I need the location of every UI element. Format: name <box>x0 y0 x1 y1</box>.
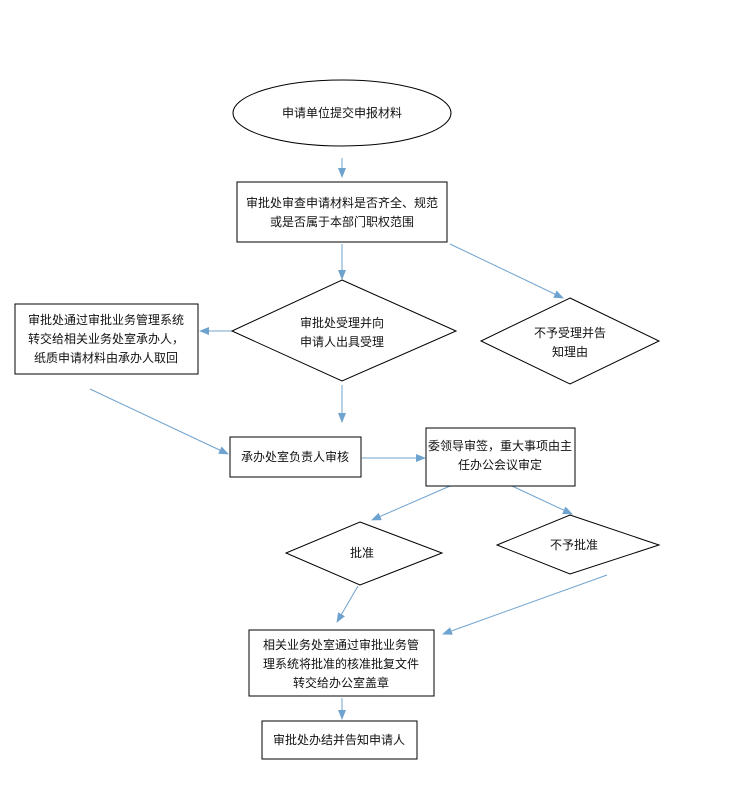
issue-label-line-2: 理系统将批准的核准批复文件 <box>263 656 419 671</box>
review-node-shape <box>236 181 448 243</box>
transfer-label-line-2: 转交给相关业务处室承办人， <box>28 331 184 346</box>
connectors <box>89 158 608 720</box>
review-label-line-1: 审批处审查申请材料是否齐全、规范 <box>246 195 438 210</box>
close-label-line-1: 审批处办结并告知申请人 <box>273 732 405 747</box>
arrow-notapprove-to-issue <box>442 574 608 635</box>
accept-label-line-1: 审批处受理并向 <box>300 315 384 330</box>
arrow-approve-to-issue <box>336 585 359 623</box>
not-approve-node-shape <box>495 514 661 575</box>
labels: 申请单位提交申报材料 审批处审查申请材料是否齐全、规范 或是否属于本部门职权范围… <box>28 105 606 747</box>
leader-review-label-line-2: 任办公会议审定 <box>458 457 542 472</box>
not-approve-label-line-1: 不予批准 <box>550 537 598 552</box>
leader-review-node-shape <box>425 427 576 487</box>
review-label-line-2: 或是否属于本部门职权范围 <box>270 214 414 229</box>
reject-accept-label-line-2: 知理由 <box>552 345 588 359</box>
close-node-shape <box>261 720 418 760</box>
approve-label-line-1: 批准 <box>350 545 374 560</box>
issue-label-line-3: 转交给办公室盖章 <box>293 675 389 690</box>
arrow-review-to-reject <box>449 243 564 299</box>
start-label-line-1: 申请单位提交申报材料 <box>282 105 402 120</box>
accept-node-shape <box>230 279 458 382</box>
dept-review-label-line-1: 承办处室负责人审核 <box>241 449 349 464</box>
reject-accept-label-line-1: 不予受理并告 <box>534 326 606 340</box>
arrow-transfer-to-deptreview <box>89 388 229 455</box>
arrow-leader-to-approve <box>371 485 451 521</box>
transfer-node-shape <box>14 303 199 375</box>
issue-label-line-1: 相关业务处室通过审批业务管 <box>263 637 419 652</box>
transfer-label-line-1: 审批处通过审批业务管理系统 <box>28 312 184 327</box>
dept-review-node-shape <box>229 436 362 478</box>
arrow-leader-to-notapprove <box>511 485 573 515</box>
leader-review-label-line-1: 委领导审签，重大事项由主 <box>428 438 572 453</box>
transfer-label-line-3: 纸质申请材料由承办人取回 <box>34 350 178 365</box>
issue-node-shape <box>248 629 435 697</box>
reject-accept-node-shape <box>479 297 661 385</box>
approve-node-shape <box>284 521 444 586</box>
accept-label-line-2: 申请人出具受理 <box>300 335 384 349</box>
shapes <box>14 79 661 760</box>
start-node-shape <box>232 79 452 147</box>
